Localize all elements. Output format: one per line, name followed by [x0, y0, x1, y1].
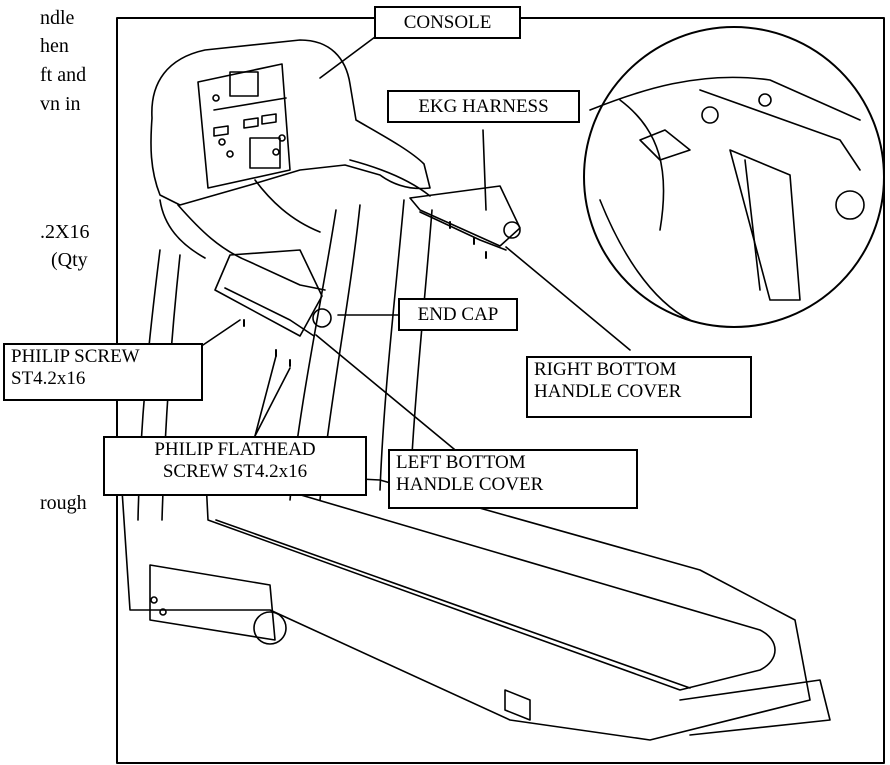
- philip-flathead-screw-callout: PHILIP FLATHEAD SCREW ST4.2x16: [103, 436, 367, 496]
- detail-circle-drawing: [583, 26, 885, 328]
- left-bottom-cover-label-line-1: LEFT BOTTOM: [396, 452, 526, 473]
- text-fragment-7: rough: [40, 492, 87, 514]
- text-fragment-2: hen: [40, 35, 69, 57]
- leader-lines: [202, 36, 631, 455]
- left-bottom-handle-cover-callout: LEFT BOTTOM HANDLE COVER: [388, 449, 638, 509]
- text-fragment-3: ft and: [40, 64, 87, 86]
- text-fragment-4: vn in: [40, 93, 81, 115]
- right-bottom-handle-cover-callout: RIGHT BOTTOM HANDLE COVER: [526, 356, 752, 418]
- end-cap-callout: END CAP: [398, 298, 518, 331]
- text-fragment-1: ndle: [40, 7, 75, 29]
- right-bottom-cover-label-line-2: HANDLE COVER: [534, 381, 682, 402]
- philip-screw-callout: PHILIP SCREW ST4.2x16: [3, 343, 203, 401]
- ekg-harness-callout: EKG HARNESS: [387, 90, 580, 123]
- left-bottom-cover-label-line-2: HANDLE COVER: [396, 474, 544, 495]
- ekg-harness-label: EKG HARNESS: [418, 96, 549, 117]
- console-drawing: [150, 39, 431, 259]
- screw-marks: [243, 221, 487, 367]
- figure-frame: [116, 17, 885, 764]
- end-cap-label: END CAP: [417, 304, 499, 325]
- text-fragment-5: .2X16: [40, 221, 90, 243]
- philip-screw-label-line-1: PHILIP SCREW: [11, 346, 140, 367]
- right-bottom-cover-label-line-1: RIGHT BOTTOM: [534, 359, 677, 380]
- philip-flathead-label-line-1: PHILIP FLATHEAD: [154, 439, 316, 460]
- text-fragment-6: (Qty: [51, 249, 88, 271]
- philip-screw-label-line-2: ST4.2x16: [11, 368, 86, 389]
- console-label: CONSOLE: [403, 12, 492, 33]
- console-callout: CONSOLE: [374, 6, 521, 39]
- philip-flathead-label-line-2: SCREW ST4.2x16: [162, 461, 308, 482]
